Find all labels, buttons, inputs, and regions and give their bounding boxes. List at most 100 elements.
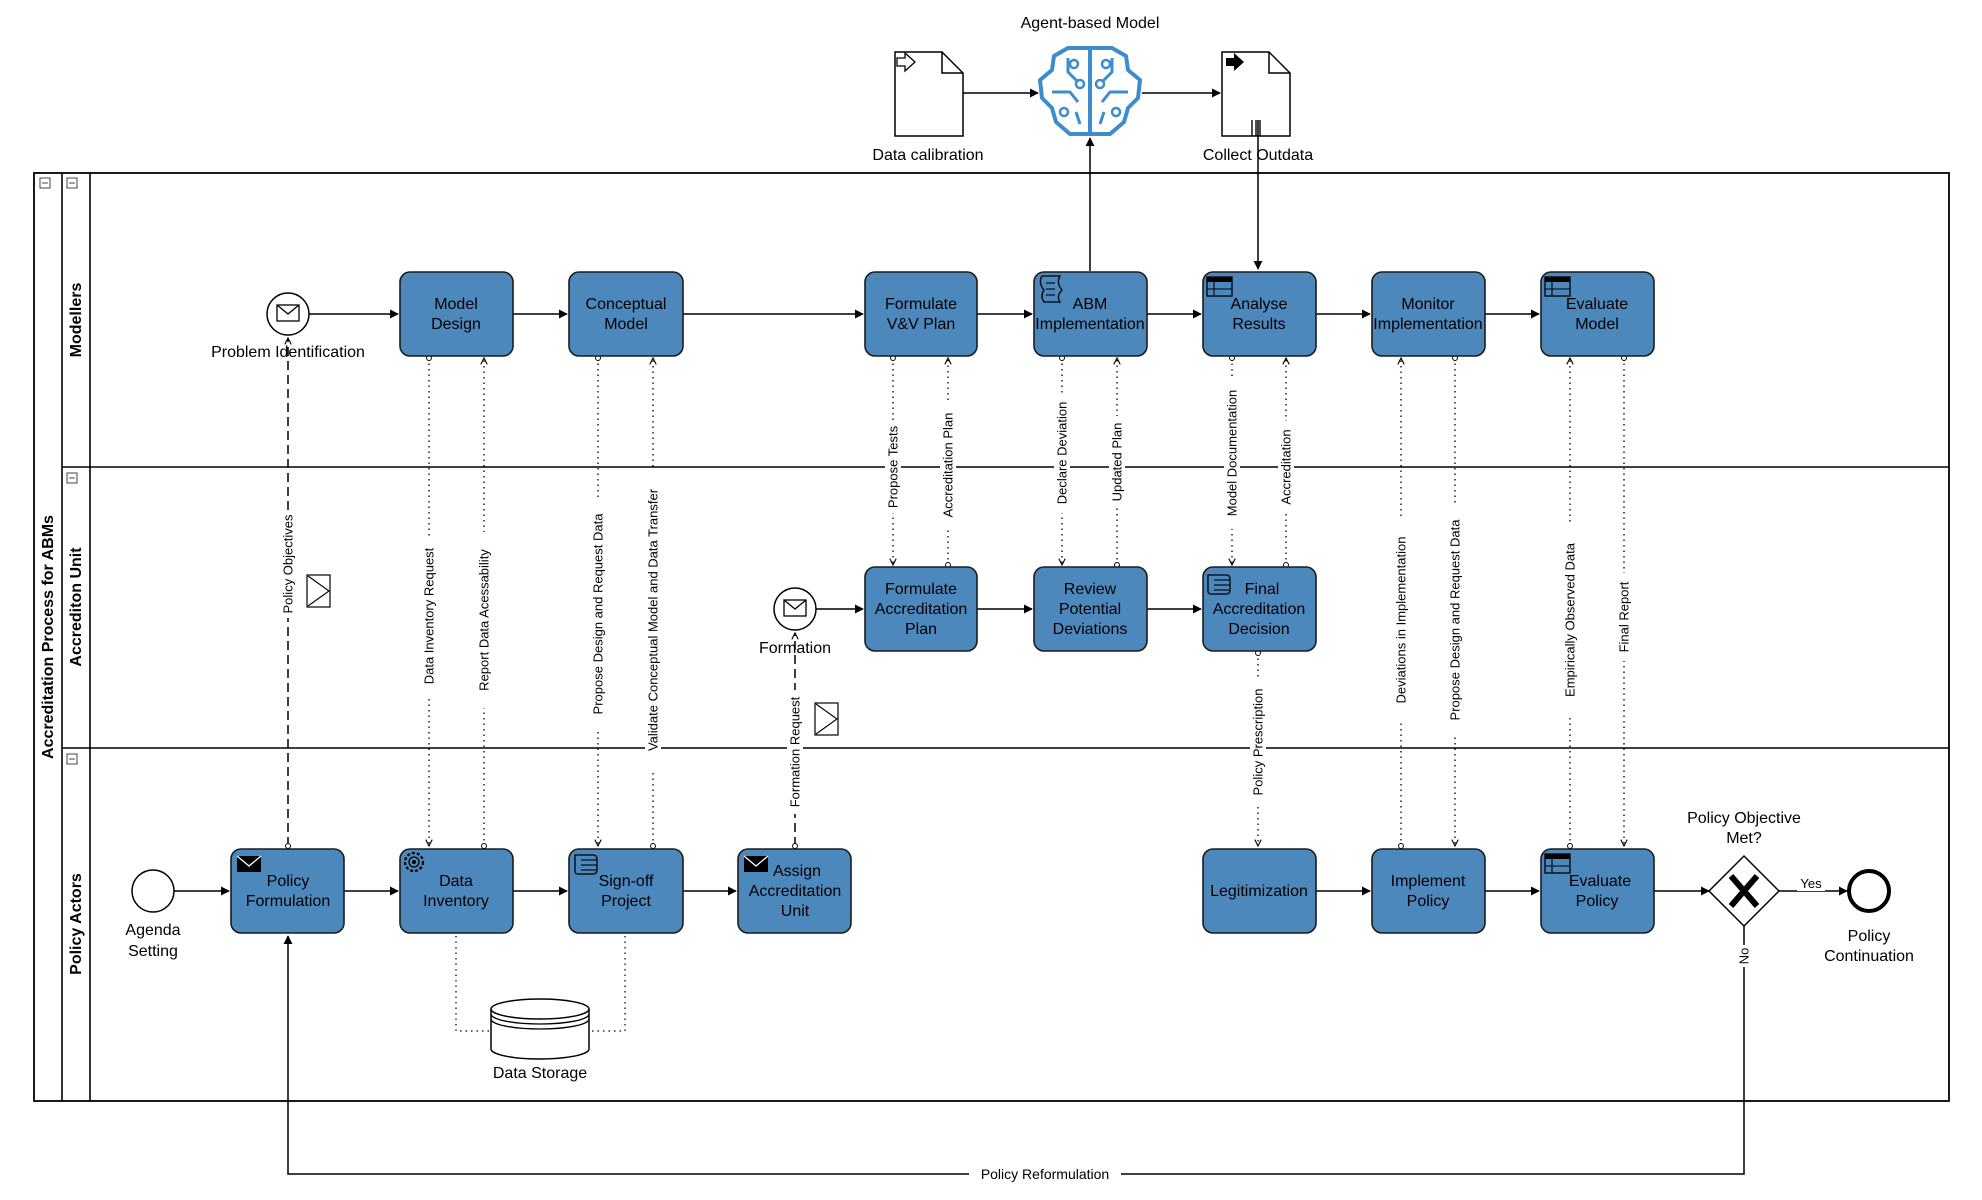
task-label: Evaluate (1566, 296, 1628, 313)
gateway-yes-label: Yes (1800, 876, 1822, 891)
exclusive-gateway[interactable] (1707, 854, 1781, 928)
msg-label-propose-tests: Propose Tests (886, 425, 901, 508)
collect-outdata-output[interactable] (1221, 51, 1291, 137)
task-label: Accreditation (749, 883, 842, 900)
task-label: Monitor (1401, 296, 1455, 313)
task-label: Implement (1391, 873, 1466, 890)
message-flow-labels: Policy Objectives Data Inventory Request… (280, 377, 1632, 814)
task-label: Results (1232, 316, 1285, 333)
start-event-agenda-setting[interactable] (131, 869, 175, 913)
task-label: Policy (1576, 893, 1619, 910)
msg-label-updated-plan: Updated Plan (1110, 423, 1125, 502)
msg-label-formation-request: Formation Request (788, 696, 803, 807)
msg-label-accreditation-plan: Accreditation Plan (941, 413, 956, 518)
task-label: Policy (267, 873, 310, 890)
data-calibration-input[interactable] (894, 51, 964, 137)
collapse-icon[interactable] (66, 177, 78, 189)
external-model-area: Agent-based Model Data calibration (872, 15, 1313, 271)
send-envelope-icon (743, 855, 769, 872)
task-label: Policy (1407, 893, 1450, 910)
business-rule-icon (1544, 853, 1571, 874)
task-label: Plan (905, 621, 937, 638)
task-label: Inventory (423, 893, 489, 910)
pool-title: Accreditation Process for ABMs (40, 515, 57, 759)
msg-label-policy-prescription: Policy Prescription (1251, 689, 1266, 796)
output-arrow-icon (1226, 53, 1244, 71)
lane-label-modellers: Modellers (68, 283, 85, 358)
task-label: Model (1575, 316, 1619, 333)
task-label: Deviations (1053, 621, 1128, 638)
sequence-flows (174, 309, 1848, 1175)
business-rule-icon (1544, 276, 1571, 297)
script-icon (1039, 275, 1063, 303)
msg-label-propose-design: Propose Design and Request Data (591, 513, 606, 715)
collapse-icon[interactable] (66, 753, 78, 765)
x-icon (1728, 874, 1760, 908)
task-label: Conceptual (586, 296, 667, 313)
agenda-setting-label: Setting (128, 943, 178, 960)
gateway-question-label: Met? (1726, 830, 1762, 847)
task-label: Final (1245, 581, 1280, 598)
policy-reformulation-label: Policy Reformulation (981, 1166, 1109, 1182)
task-legitimization[interactable]: Legitimization (1202, 848, 1317, 934)
task-label: Legitimization (1210, 883, 1308, 900)
lane-label-policy-actors: Policy Actors (68, 873, 85, 975)
task-label: Analyse (1231, 296, 1288, 313)
task-label: Review (1064, 581, 1117, 598)
data-calibration-label: Data calibration (872, 147, 983, 164)
task-label: Model (604, 316, 648, 333)
task-label: Design (431, 316, 481, 333)
task-label: Implementation (1373, 316, 1482, 333)
msg-label-propose-design-2: Propose Design and Request Data (1448, 519, 1463, 721)
data-storage-icon[interactable] (490, 998, 590, 1060)
msg-label-validate-conceptual: Validate Conceptual Model and Data Trans… (646, 488, 661, 751)
task-label: Project (601, 893, 651, 910)
collapse-icon[interactable] (39, 177, 51, 189)
send-envelope-icon (236, 855, 262, 872)
task-label: Formulation (246, 893, 330, 910)
task-label: Evaluate (1569, 873, 1631, 890)
task-label: Unit (781, 903, 810, 920)
end-event-policy-continuation[interactable] (1847, 869, 1891, 913)
collapse-icon[interactable] (66, 472, 78, 484)
task-label: Sign-off (599, 873, 654, 890)
task-label: Accreditation (875, 601, 968, 618)
data-storage-label: Data Storage (493, 1065, 587, 1082)
task-label: Formulate (885, 581, 957, 598)
pool: Accreditation Process for ABMs Modellers… (33, 172, 1950, 1102)
start-event-formation[interactable] (773, 587, 817, 631)
msg-label-accreditation: Accreditation (1279, 429, 1294, 504)
brain-icon[interactable] (1038, 46, 1142, 136)
task-label: ABM (1073, 296, 1108, 313)
policy-continuation-label: Policy (1848, 928, 1891, 945)
start-event-problem-identification[interactable] (266, 292, 310, 336)
